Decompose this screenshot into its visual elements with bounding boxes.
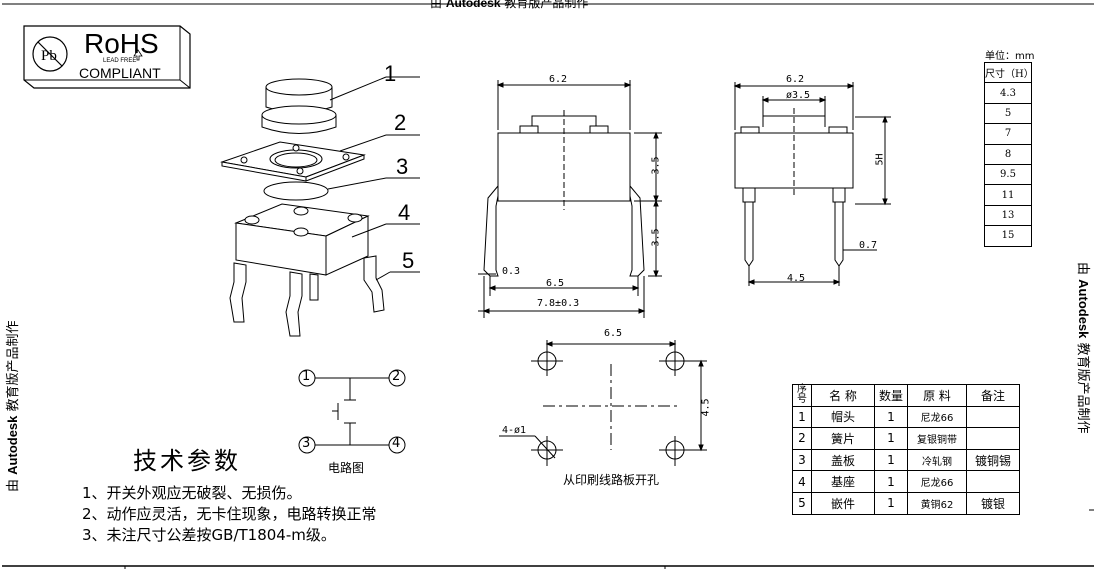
table-row: 11 (984, 184, 1032, 206)
watermark-left: 由 Autodesk 教育版产品制作 (5, 320, 21, 492)
terminal-4: 4 (392, 436, 401, 451)
bom-header-remark: 备注 (966, 384, 1020, 407)
watermark-right: 由 Autodesk 教育版产品制作 (1075, 262, 1091, 434)
dim-front-lead-length: 3.5 (650, 228, 662, 247)
circuit-diagram (298, 369, 406, 454)
pcb-label: 从印刷线路板开孔 (563, 473, 660, 487)
bom-header-name: 名 称 (811, 384, 875, 407)
rohs-lead-free: LEAD FREE (103, 58, 137, 64)
unit-label: 单位：mm (985, 51, 1035, 62)
rohs-compliant: COMPLIANT (79, 65, 161, 81)
rohs-badge: Pb (23, 25, 191, 89)
table-row: 9.5 (984, 163, 1032, 186)
height-table: 尺寸（H） 4.3 5 7 8 9.5 11 13 15 (984, 61, 1034, 247)
tech-heading: 技术参数 (133, 447, 241, 475)
tech-note-3: 3、未注尺寸公差按GB/T1804-m级。 (82, 526, 336, 544)
terminal-1: 1 (302, 369, 311, 384)
terminal-2: 2 (392, 369, 401, 384)
table-row: 13 (984, 204, 1032, 227)
table-row: 4.3 (984, 82, 1032, 104)
table-row: 7 (984, 123, 1032, 145)
part-number-3: 3 (396, 154, 409, 179)
watermark-top: 由 Autodesk 教育版产品制作 (430, 0, 589, 10)
dim-front-overall-width: 7.8±0.3 (537, 298, 580, 309)
tech-note-1: 1、开关外观应无破裂、无损伤。 (82, 484, 302, 502)
bom-header: 序号 名 称 数量 原 料 备注 (792, 384, 1020, 407)
circuit-label: 电路图 (328, 461, 365, 475)
exploded-view (220, 76, 420, 337)
height-table-header: 尺寸（H） (984, 61, 1034, 84)
tech-note-2: 2、动作应灵活，无卡住现象，电路转换正常 (82, 505, 377, 523)
table-row: 5 (984, 102, 1032, 125)
side-view (733, 82, 891, 286)
dim-side-top-width: 6.2 (786, 74, 805, 85)
terminal-3: 3 (302, 436, 311, 451)
dim-pcb-hole-spec: 4-ø1 (502, 425, 527, 436)
part-number-5: 5 (402, 248, 415, 273)
dim-front-top-width: 6.2 (549, 74, 568, 85)
part-number-2: 2 (394, 110, 407, 135)
dim-front-lead-thickness: 0.3 (502, 266, 521, 277)
bom-header-material: 原 料 (907, 384, 967, 407)
lead-free-seal-icon: Pb (32, 36, 68, 72)
dim-pcb-pitch-y: 4.5 (700, 398, 712, 417)
dim-side-pin-width: 0.7 (859, 240, 878, 251)
bom-header-index: 序号 (792, 384, 812, 407)
part-number-4: 4 (398, 200, 411, 225)
front-view (478, 80, 662, 318)
dim-front-body-height: 3.5 (650, 156, 662, 175)
table-row: 8 (984, 143, 1032, 165)
rohs-title: RoHS (84, 28, 159, 59)
pcb-layout (499, 340, 707, 466)
leaf-icon (133, 49, 143, 61)
dim-front-pin-span: 6.5 (546, 278, 565, 289)
dim-side-pin-spacing: 4.5 (787, 273, 806, 284)
svg-text:Pb: Pb (41, 48, 57, 64)
height-header-cell: 尺寸（H） (984, 61, 1034, 84)
dim-pcb-pitch-x: 6.5 (604, 328, 623, 339)
bom-header-qty: 数量 (874, 384, 908, 407)
dim-side-height: 5H (874, 153, 886, 166)
dim-side-cap-diameter: ø3.5 (786, 90, 811, 101)
part-number-1: 1 (384, 61, 397, 86)
table-row: 15 (984, 225, 1032, 247)
